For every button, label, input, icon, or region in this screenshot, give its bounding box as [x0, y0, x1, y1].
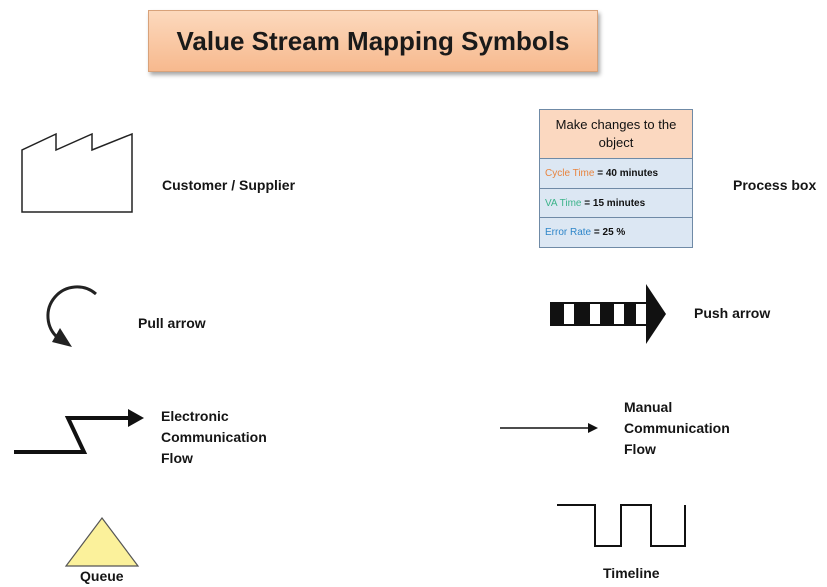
- manual-flow-label: Manual Communication Flow: [624, 397, 730, 460]
- error-rate-key: Error Rate: [545, 227, 592, 239]
- push-arrow-label: Push arrow: [694, 305, 771, 321]
- queue-triangle-icon: [64, 517, 140, 567]
- process-box-row-cycle-time: Cycle Time = 40 minutes: [540, 159, 692, 189]
- manual-flow-icon: [500, 423, 598, 433]
- page-title: Value Stream Mapping Symbols: [148, 10, 598, 72]
- cycle-time-key: Cycle Time: [545, 167, 595, 179]
- process-box-header: Make changes to the object: [540, 110, 692, 159]
- electronic-flow-line-3: Flow: [161, 450, 193, 466]
- push-arrow-icon: [550, 284, 666, 344]
- electronic-flow-label: Electronic Communication Flow: [161, 406, 267, 469]
- timeline-label: Timeline: [603, 565, 660, 581]
- factory-icon: [21, 132, 133, 213]
- manual-flow-line-3: Flow: [624, 441, 656, 457]
- process-box-label: Process box: [733, 177, 817, 193]
- manual-flow-line-1: Manual: [624, 399, 673, 415]
- cycle-time-value: = 40 minutes: [597, 167, 659, 179]
- va-time-value: = 15 minutes: [584, 197, 646, 209]
- pull-arrow-icon: [46, 285, 97, 347]
- manual-flow-line-2: Communication: [624, 420, 730, 436]
- process-box-row-error-rate: Error Rate = 25 %: [540, 218, 692, 248]
- electronic-flow-icon: [14, 409, 144, 454]
- process-box: Make changes to the object Cycle Time = …: [539, 109, 693, 248]
- queue-label: Queue: [80, 568, 124, 584]
- timeline-icon: [557, 504, 686, 547]
- electronic-flow-line-2: Communication: [161, 429, 267, 445]
- error-rate-value: = 25 %: [593, 227, 626, 239]
- pull-arrow-label: Pull arrow: [138, 315, 206, 331]
- process-box-row-va-time: VA Time = 15 minutes: [540, 188, 692, 219]
- electronic-flow-line-1: Electronic: [161, 408, 229, 424]
- va-time-key: VA Time: [545, 197, 582, 209]
- customer-supplier-label: Customer / Supplier: [162, 177, 296, 193]
